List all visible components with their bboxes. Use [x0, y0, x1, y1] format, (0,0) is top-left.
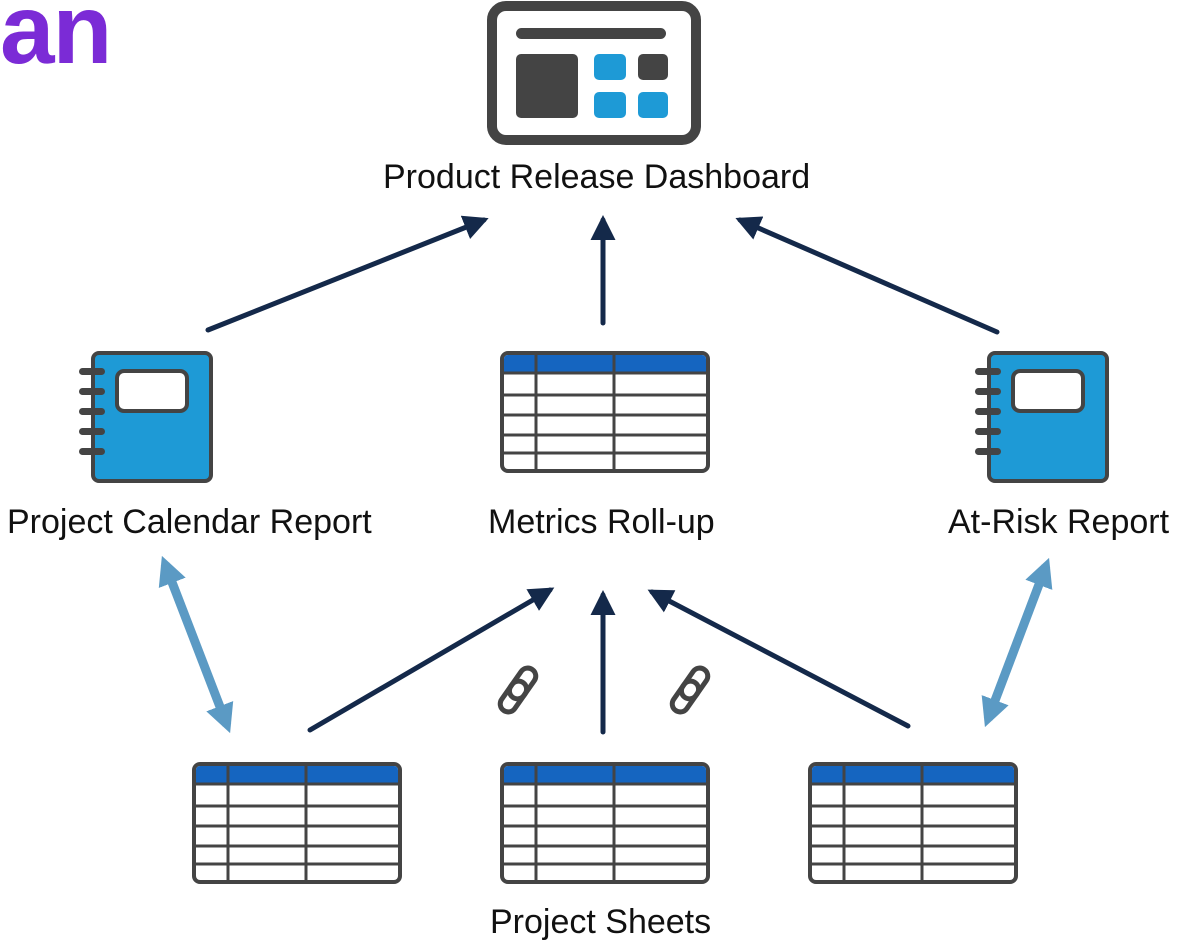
project-sheets-label: Project Sheets [490, 903, 712, 941]
calendar-report-label: Project Calendar Report [7, 503, 372, 541]
arrow-at-risk-to-dashboard [735, 216, 1000, 335]
link-icon [497, 665, 539, 715]
two-way-arrow-sheet-at-risk [981, 557, 1053, 728]
sheet-grid-icon-project-3 [808, 762, 1018, 884]
arrow-sheet-3-to-metrics [647, 589, 911, 729]
sheet-grid-icon-project-2 [500, 762, 710, 884]
arrow-sheet-1-to-metrics [307, 587, 555, 733]
dashboard-label: Product Release Dashboard [383, 158, 811, 196]
two-way-arrow-sheet-calendar [158, 555, 234, 734]
link-icon [669, 665, 711, 715]
at-risk-report-label: At-Risk Report [948, 503, 1170, 541]
report-notebook-icon-calendar [77, 351, 213, 483]
report-notebook-icon-at-risk [973, 351, 1109, 483]
slide-title-fragment: an [0, 0, 112, 84]
sheet-grid-icon-project-1 [192, 762, 402, 884]
dashboard-icon [487, 1, 701, 145]
arrow-calendar-to-dashboard [205, 215, 489, 333]
metrics-rollup-label: Metrics Roll-up [488, 503, 715, 541]
sheet-grid-icon-metrics [500, 351, 710, 473]
